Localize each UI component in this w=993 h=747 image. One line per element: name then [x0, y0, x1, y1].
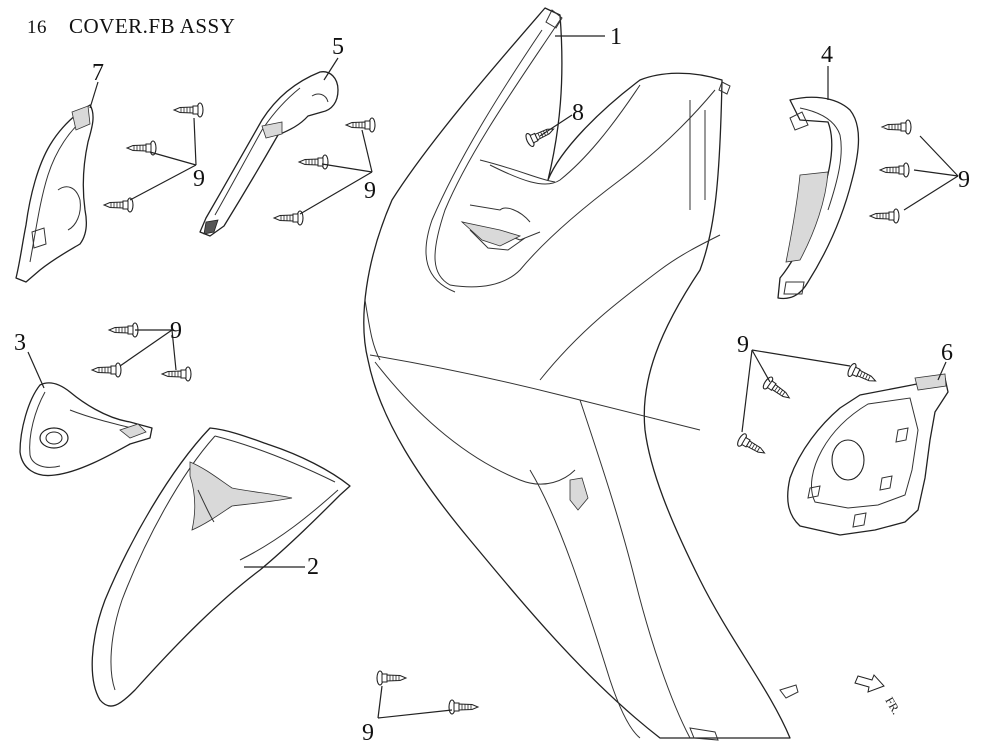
- screw-9: [103, 197, 134, 213]
- screw-9: [845, 361, 880, 388]
- callout-9: 9: [958, 167, 970, 193]
- section-number: 16: [27, 17, 47, 38]
- screw-9: [273, 210, 304, 226]
- callout-9: 9: [364, 178, 376, 204]
- callout-3: 3: [14, 330, 26, 356]
- screw-9: [345, 117, 376, 133]
- cover-7-part: [15, 104, 94, 283]
- callout-1: 1: [610, 24, 622, 50]
- callout-5: 5: [332, 34, 344, 60]
- callout-8: 8: [572, 100, 584, 126]
- screw-9: [298, 154, 329, 170]
- direction-arrow-icon: [854, 674, 885, 693]
- screw-9: [376, 670, 407, 686]
- callout-2: 2: [307, 554, 319, 580]
- screw-9: [879, 162, 910, 178]
- front-direction-marker: FR.: [854, 674, 903, 717]
- front-cover-part: [363, 7, 799, 741]
- direction-label: FR.: [882, 695, 903, 717]
- callout-9: 9: [193, 166, 205, 192]
- cover-4-part: [777, 96, 860, 300]
- screw-9: [735, 431, 769, 460]
- assembly-title: COVER.FB ASSY: [69, 14, 236, 38]
- cover-3-part: [19, 382, 153, 477]
- cover-6-part: [787, 373, 949, 536]
- leader-lines: [27, 35, 959, 719]
- screw-9: [881, 119, 912, 135]
- callout-9: 9: [362, 720, 374, 746]
- callout-4: 4: [821, 42, 833, 68]
- screw-9: [760, 374, 794, 405]
- callout-labels: 1 2 3 4 5 6 7 8 9 9 9 9 9 9: [14, 24, 970, 746]
- cover-5-part: [199, 71, 339, 237]
- screw-9: [869, 208, 900, 224]
- screw-9: [91, 362, 122, 378]
- callout-9: 9: [170, 318, 182, 344]
- callout-6: 6: [941, 340, 953, 366]
- leg-shield-part: [91, 427, 351, 707]
- screw-9: [108, 322, 139, 338]
- screw-9: [173, 102, 204, 118]
- diagram-title: 16 COVER.FB ASSY: [27, 14, 235, 39]
- callout-7: 7: [92, 60, 104, 86]
- screw-9: [448, 699, 479, 715]
- callout-9: 9: [737, 332, 749, 358]
